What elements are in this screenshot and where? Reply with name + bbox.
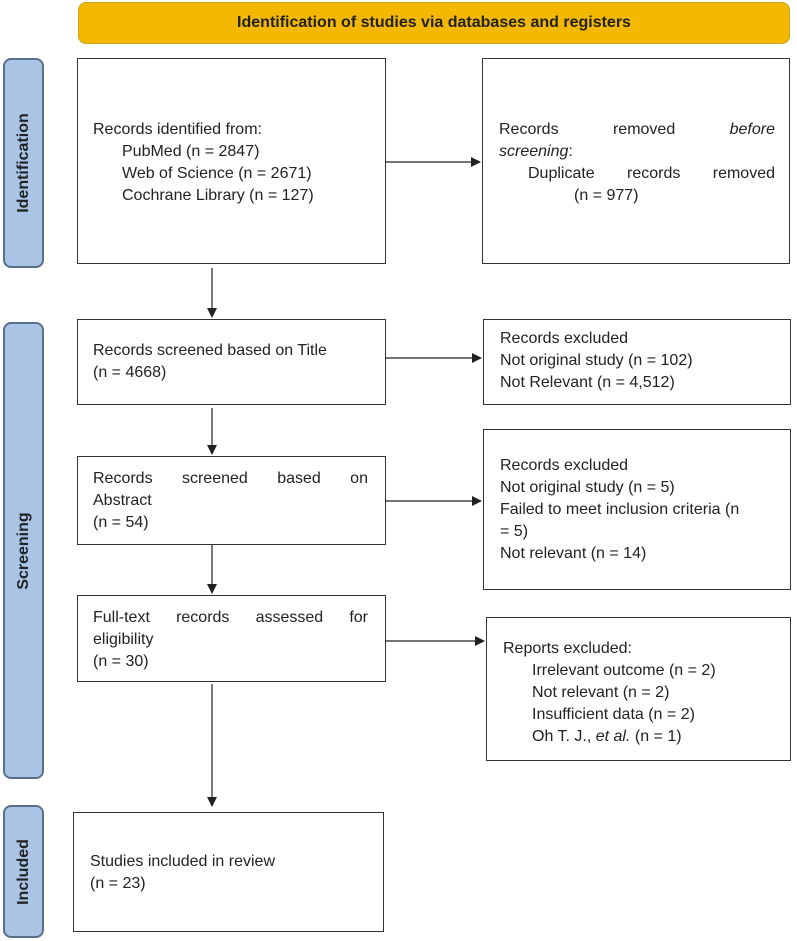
reports-excluded-item: Not relevant (n = 2) bbox=[532, 684, 670, 701]
word: records bbox=[627, 165, 681, 182]
fulltext-box: Full-text records assessed for eligibili… bbox=[77, 595, 386, 682]
word: : bbox=[568, 143, 573, 160]
included-label: Studies included in review bbox=[90, 853, 275, 870]
reports-excluded-item: Oh T. J., et al. (n = 1) bbox=[503, 726, 790, 748]
title-excluded-title: Records excluded bbox=[500, 330, 629, 347]
word: on bbox=[350, 470, 368, 487]
abstract-excluded-item: Failed to meet inclusion criteria (n bbox=[500, 501, 740, 518]
reports-excluded-box: Reports excluded: Irrelevant outcome (n … bbox=[486, 617, 791, 761]
included-box: Studies included in review (n = 23) bbox=[73, 812, 384, 932]
word: records bbox=[176, 609, 230, 626]
word: Duplicate bbox=[528, 165, 595, 182]
phase-screening: Screening bbox=[3, 322, 44, 779]
text: (n = 1) bbox=[630, 728, 682, 745]
header-banner: Identification of studies via databases … bbox=[78, 2, 790, 44]
source-web-of-science: Web of Science (n = 2671) bbox=[122, 165, 312, 182]
abstract-excluded-title: Records excluded bbox=[500, 457, 629, 474]
reports-excluded-item: Irrelevant outcome (n = 2) bbox=[532, 662, 716, 679]
text: et al. bbox=[595, 728, 631, 745]
abstract-screening-line2: Abstract bbox=[93, 492, 152, 509]
reports-excluded-item: Insufficient data (n = 2) bbox=[532, 706, 695, 723]
title-excluded-box: Records excluded Not original study (n =… bbox=[483, 319, 791, 405]
abstract-excluded-box: Records excluded Not original study (n =… bbox=[483, 429, 791, 590]
phase-included: Included bbox=[3, 805, 44, 938]
records-removed-line2: screening: bbox=[499, 141, 775, 163]
text: Oh T. J., bbox=[532, 728, 596, 745]
word: based bbox=[277, 470, 321, 487]
included-count: (n = 23) bbox=[90, 875, 146, 892]
word: Records bbox=[93, 470, 153, 487]
title-screening-label: Records screened based on Title bbox=[93, 342, 327, 359]
records-identified-box: Records identified from: PubMed (n = 284… bbox=[77, 58, 386, 264]
header-title: Identification of studies via databases … bbox=[237, 14, 631, 31]
word: screening bbox=[499, 143, 569, 160]
word: Records bbox=[499, 121, 559, 138]
abstract-excluded-item: Not relevant (n = 14) bbox=[500, 545, 647, 562]
abstract-excluded-item: Not original study (n = 5) bbox=[500, 479, 675, 496]
word: screened bbox=[181, 470, 248, 487]
fulltext-line2: eligibility bbox=[93, 631, 154, 648]
title-excluded-item: Not original study (n = 102) bbox=[500, 352, 693, 369]
word: before bbox=[729, 121, 775, 138]
fulltext-line1: Full-text records assessed for bbox=[93, 607, 368, 629]
abstract-screening-box: Records screened based on Abstract (n = … bbox=[77, 456, 386, 545]
records-identified-title: Records identified from: bbox=[93, 121, 262, 138]
phase-identification: Identification bbox=[3, 58, 44, 268]
word: removed bbox=[712, 165, 775, 182]
word: for bbox=[349, 609, 368, 626]
records-removed-count: (n = 977) bbox=[574, 187, 639, 204]
abstract-excluded-item: = 5) bbox=[500, 523, 529, 540]
records-removed-box: Records removed before screening: Duplic… bbox=[482, 58, 790, 264]
word: assessed bbox=[255, 609, 324, 626]
source-pubmed: PubMed (n = 2847) bbox=[122, 143, 260, 160]
title-screening-count: (n = 4668) bbox=[93, 364, 167, 381]
records-removed-line1: Records removed before bbox=[499, 119, 775, 141]
title-screening-box: Records screened based on Title (n = 466… bbox=[77, 319, 386, 405]
source-cochrane: Cochrane Library (n = 127) bbox=[122, 187, 314, 204]
fulltext-count: (n = 30) bbox=[93, 653, 149, 670]
word: removed bbox=[612, 121, 676, 138]
abstract-screening-line1: Records screened based on bbox=[93, 468, 368, 490]
records-removed-line3: Duplicate records removed bbox=[499, 163, 775, 185]
abstract-screening-count: (n = 54) bbox=[93, 514, 149, 531]
word: Full-text bbox=[93, 609, 150, 626]
reports-excluded-title: Reports excluded: bbox=[503, 640, 632, 657]
title-excluded-item: Not Relevant (n = 4,512) bbox=[500, 374, 675, 391]
